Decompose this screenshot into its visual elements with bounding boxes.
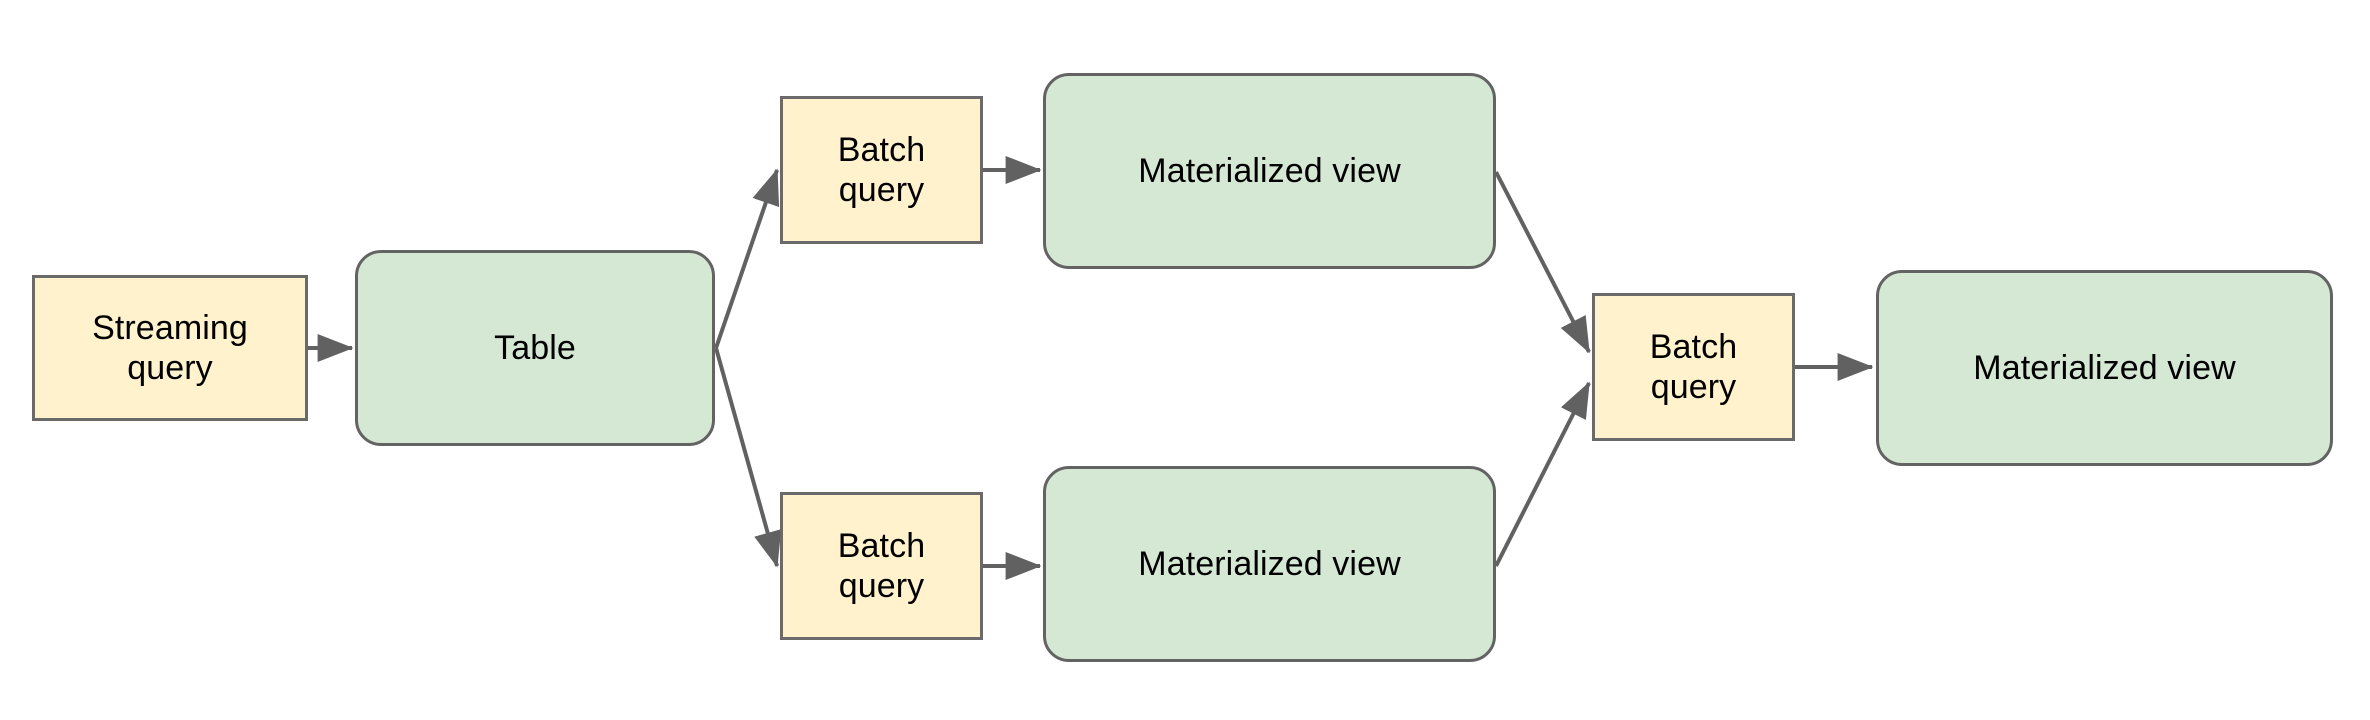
edge-table-to-batch-query-bottom — [714, 347, 782, 568]
node-materialized-view-final[interactable]: Materialized view — [1876, 270, 2333, 466]
edge-materialized-view-bottom-to-batch-query-join — [1494, 381, 1591, 567]
node-streaming-query[interactable]: Streaming query — [32, 275, 308, 421]
node-table[interactable]: Table — [355, 250, 715, 446]
node-batch-query-bottom[interactable]: Batch query — [780, 492, 983, 640]
node-materialized-view-top[interactable]: Materialized view — [1043, 73, 1496, 269]
node-batch-query-top[interactable]: Batch query — [780, 96, 983, 244]
node-batch-query-join[interactable]: Batch query — [1592, 293, 1795, 441]
node-materialized-view-bottom[interactable]: Materialized view — [1043, 466, 1496, 662]
edge-table-to-batch-query-top — [714, 168, 780, 349]
edge-materialized-view-top-to-batch-query-join — [1494, 171, 1591, 354]
